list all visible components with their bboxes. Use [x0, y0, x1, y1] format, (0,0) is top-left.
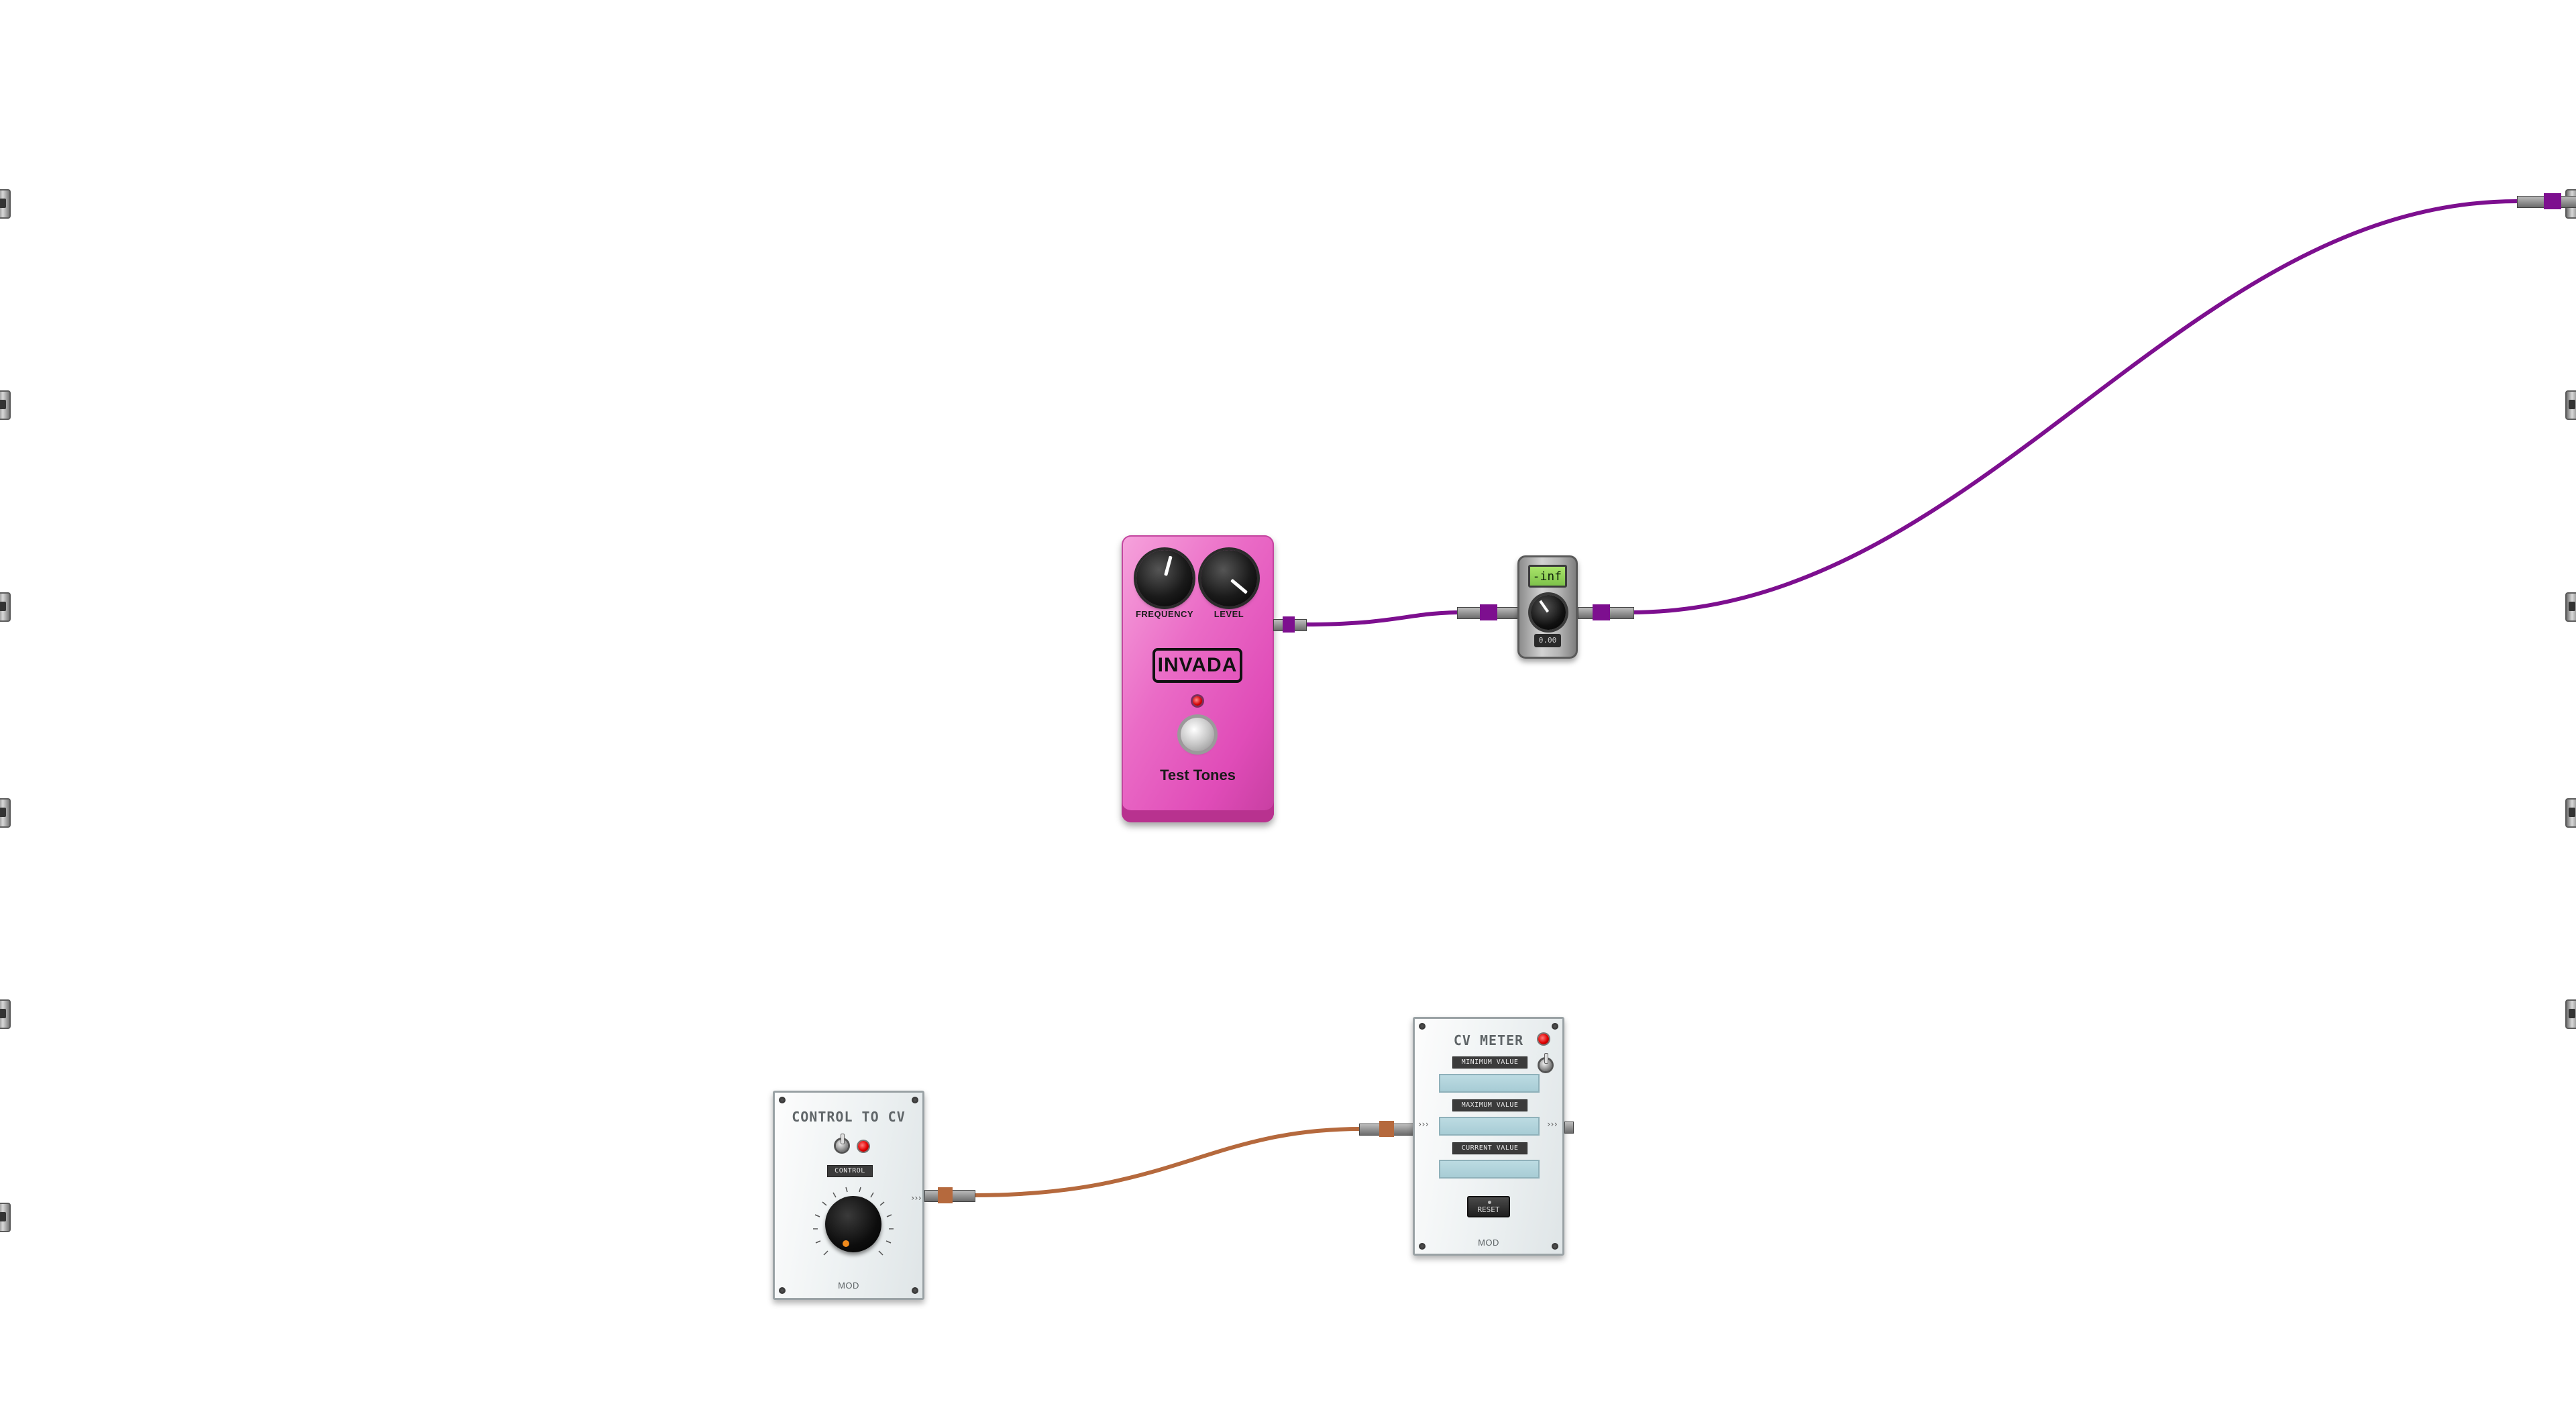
system-capture-1-jack[interactable]: [0, 189, 11, 219]
status-led: [1538, 1034, 1549, 1044]
bypass-toggle[interactable]: [836, 1134, 848, 1152]
current-value-label: CURRENT VALUE: [1452, 1142, 1527, 1154]
invada-logo: INVADA: [1152, 648, 1242, 683]
pedal-name: Test Tones: [1160, 767, 1236, 783]
cv-cable-control-to-meter[interactable]: [972, 1127, 1362, 1197]
module-title: CV METER: [1453, 1032, 1524, 1048]
bypass-led: [1193, 696, 1202, 706]
level-knob[interactable]: [1201, 550, 1257, 606]
minimum-value-display: [1439, 1074, 1540, 1093]
gain-display: -inf: [1528, 565, 1567, 588]
knob-scale: [813, 1187, 894, 1256]
gain-output-jack[interactable]: [1578, 604, 1634, 620]
gain-pedal[interactable]: -inf 0.00: [1517, 555, 1578, 659]
reset-button[interactable]: RESET: [1467, 1196, 1510, 1217]
system-capture-5-jack[interactable]: [0, 999, 11, 1029]
maximum-value-display: [1439, 1117, 1540, 1136]
system-playback-5-jack[interactable]: [2565, 999, 2576, 1029]
input-arrow-icon: ›››: [1417, 1119, 1430, 1129]
frequency-knob-label: FREQUENCY: [1135, 609, 1194, 619]
test-tones-pedal[interactable]: FREQUENCY LEVEL INVADA Test Tones: [1122, 535, 1274, 822]
frequency-knob[interactable]: [1136, 550, 1193, 606]
control-to-cv-module[interactable]: CONTROL TO CV CONTROL ››› MOD: [773, 1091, 924, 1300]
gain-input-jack[interactable]: [1457, 604, 1519, 620]
bypass-footswitch[interactable]: [1181, 718, 1214, 751]
gain-value: 0.00: [1534, 634, 1561, 647]
mod-logo: MOD: [838, 1280, 859, 1291]
reset-label: RESET: [1477, 1205, 1500, 1214]
module-title: CONTROL TO CV: [792, 1109, 906, 1125]
output-cable-plug[interactable]: [2517, 193, 2576, 209]
level-knob-label: LEVEL: [1214, 609, 1244, 619]
system-playback-4-jack[interactable]: [2565, 798, 2576, 828]
status-led: [858, 1141, 869, 1152]
control-to-cv-output-jack[interactable]: [924, 1187, 975, 1203]
gain-knob[interactable]: [1531, 595, 1566, 630]
test-tones-output-jack[interactable]: [1273, 616, 1307, 633]
system-playback-3-jack[interactable]: [2565, 592, 2576, 622]
system-capture-4-jack[interactable]: [0, 798, 11, 828]
control-label: CONTROL: [827, 1165, 873, 1177]
maximum-value-label: MAXIMUM VALUE: [1452, 1099, 1527, 1111]
bypass-toggle[interactable]: [1540, 1053, 1552, 1071]
system-capture-3-jack[interactable]: [0, 592, 11, 622]
cv-meter-input-jack[interactable]: [1359, 1121, 1414, 1137]
mod-logo: MOD: [1478, 1238, 1499, 1248]
system-capture-6-jack[interactable]: [0, 1203, 11, 1232]
system-playback-2-jack[interactable]: [2565, 390, 2576, 420]
current-value-display: [1439, 1160, 1540, 1179]
output-arrow-icon: ›››: [910, 1193, 922, 1203]
output-arrow-icon: ›››: [1546, 1119, 1558, 1129]
minimum-value-label: MINIMUM VALUE: [1452, 1056, 1527, 1069]
cv-meter-output-jack[interactable]: [1564, 1119, 1574, 1135]
control-knob[interactable]: [825, 1196, 881, 1252]
system-capture-2-jack[interactable]: [0, 390, 11, 420]
audio-cable-gain-to-output[interactable]: [1629, 199, 2518, 614]
cv-meter-module[interactable]: CV METER MINIMUM VALUE MAXIMUM VALUE CUR…: [1413, 1017, 1564, 1256]
audio-cable-tones-to-gain[interactable]: [1304, 610, 1462, 626]
